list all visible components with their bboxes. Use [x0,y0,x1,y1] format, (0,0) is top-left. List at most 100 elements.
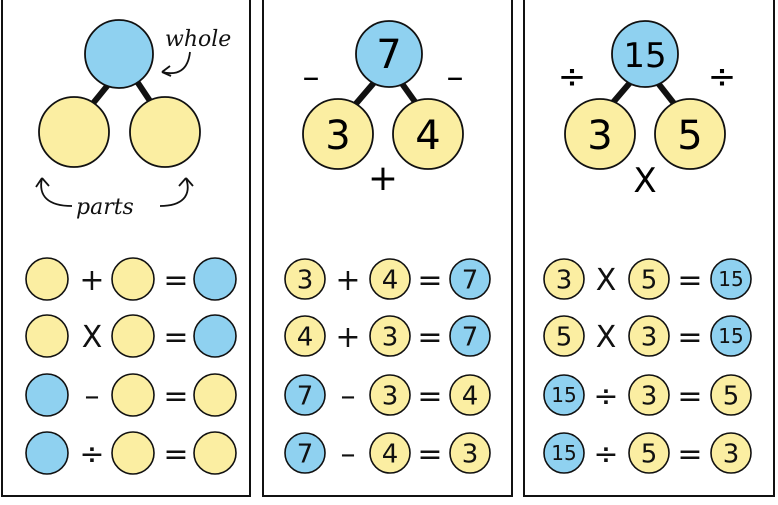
whole-circle [193,257,237,301]
part-circle [111,257,155,301]
whole-circle [710,258,752,300]
whole-circle [25,431,69,475]
equation-value: 15 [551,441,576,465]
equation-value: 5 [723,381,740,411]
part-circle [369,258,411,300]
part-circle-left [38,96,110,168]
equation-value: 15 [718,267,743,291]
part-circle [449,374,491,416]
whole-circle [284,432,326,474]
equals-sign: = [677,379,702,414]
part-circle-left [564,98,636,170]
equation-value: 3 [641,322,658,352]
whole-circle [710,315,752,357]
parts-arrowhead-right [178,177,194,187]
left-operator: ÷ [558,57,587,97]
whole-value: 15 [623,36,666,76]
equation-value: 5 [556,322,573,352]
equals-sign: = [677,320,702,355]
equation-value: 5 [641,439,658,469]
part-circle [111,373,155,417]
part-circle [628,374,670,416]
equals-sign: = [417,379,442,414]
part-circle [111,314,155,358]
operator-sign: + [79,263,104,298]
equation-value: 4 [382,439,399,469]
parts-arrowhead-left [35,177,50,188]
equation-value: 3 [382,381,399,411]
operator-sign: X [82,320,103,355]
part-circle [628,315,670,357]
parts-arrow-right [159,177,189,207]
part-circle-right [129,96,201,168]
operator-sign: – [341,379,356,414]
equals-sign: = [417,263,442,298]
left-operator: – [303,57,320,97]
part-circle [369,315,411,357]
part-circle [193,373,237,417]
part-left-value: 3 [325,113,350,159]
equation-value: 3 [723,439,740,469]
part-circle [284,315,326,357]
part-left-value: 3 [587,113,612,159]
parts-arrow-left [40,177,73,207]
panel3-bond: 15 3 5 ÷ ÷ X [558,20,737,201]
equals-sign: = [163,320,188,355]
equals-sign: = [677,437,702,472]
equation-value: 15 [551,383,576,407]
equation-value: 4 [462,381,479,411]
whole-circle [543,374,585,416]
whole-circle [543,432,585,474]
part-circle [25,257,69,301]
equation-value: 3 [462,439,479,469]
whole-circle [611,20,679,88]
equation-value: 3 [556,265,573,295]
part-circle [369,432,411,474]
part-circle [369,374,411,416]
operator-sign: ÷ [593,379,618,414]
part-circle [111,431,155,475]
equation-value: 4 [297,322,314,352]
bottom-operator: X [633,161,656,201]
part-circle [543,258,585,300]
part-right-value: 4 [415,113,440,159]
operator-sign: – [85,379,100,414]
part-circle-right [654,98,726,170]
part-circle [710,432,752,474]
equals-sign: = [417,437,442,472]
parts-label: parts [76,195,134,220]
part-circle [193,431,237,475]
part-circle [284,258,326,300]
operator-sign: ÷ [593,437,618,472]
panel2-bond: 7 3 4 – – + [302,20,464,199]
equation-value: 3 [641,381,658,411]
part-circle-left [302,98,374,170]
operator-sign: – [341,437,356,472]
whole-circle [449,258,491,300]
part-circle [25,314,69,358]
equals-sign: = [163,263,188,298]
equation-value: 15 [718,324,743,348]
whole-circle [355,20,423,88]
equation-value: 3 [382,322,399,352]
equation-value: 7 [462,265,479,295]
right-operator: – [447,57,464,97]
part-circle [449,432,491,474]
operator-sign: X [596,320,617,355]
equals-sign: = [417,320,442,355]
panel1-equations: +=X=–=÷= [25,257,237,475]
equation-value: 4 [382,265,399,295]
equals-sign: = [677,263,702,298]
whole-circle [25,373,69,417]
whole-circle [193,314,237,358]
operator-sign: ÷ [79,437,104,472]
bottom-operator: + [368,158,398,199]
whole-circle [284,374,326,416]
right-operator: ÷ [708,57,737,97]
whole-arrow [161,51,191,74]
part-circle [628,258,670,300]
whole-arrowhead [161,65,172,77]
